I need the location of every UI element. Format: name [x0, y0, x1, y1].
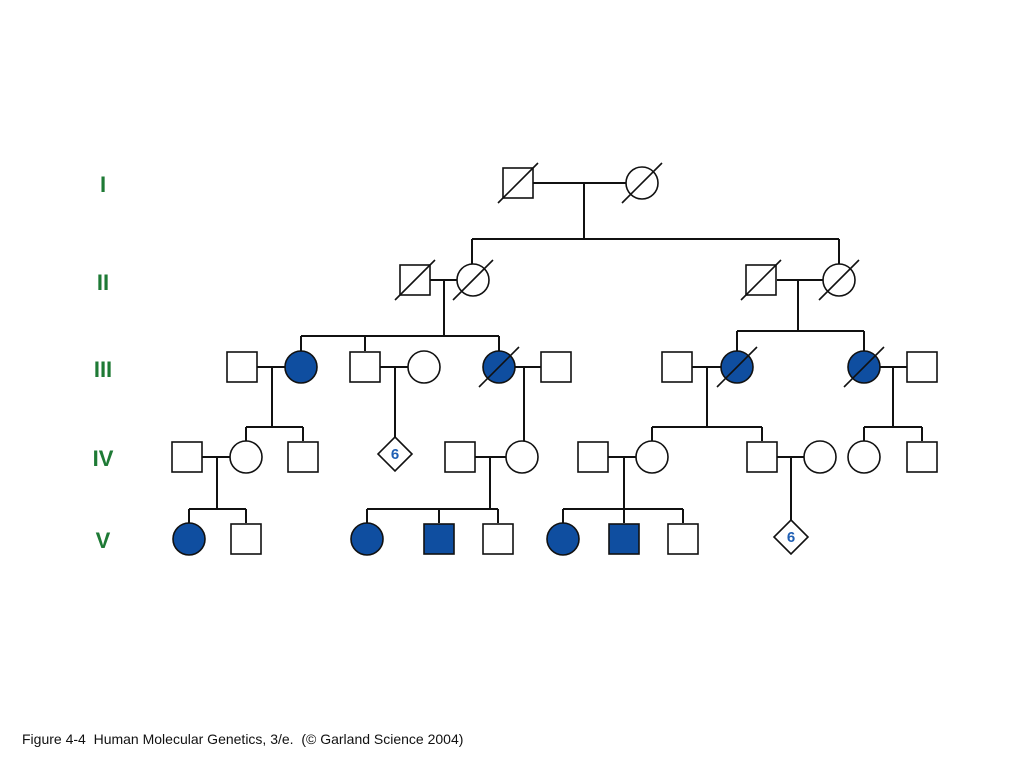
unaffected-female-symbol: [505, 440, 539, 474]
figure-caption: Figure 4-4 Human Molecular Genetics, 3/e…: [22, 731, 464, 747]
individual-I-1: [497, 162, 539, 204]
generation-label-4: IV: [93, 446, 114, 471]
individual-V-30: [230, 523, 262, 555]
individual-III-12: [540, 351, 572, 383]
unaffected-male-symbol: [482, 523, 514, 555]
individual-IV-19: [287, 441, 319, 473]
sibling-count-label: 6: [787, 529, 795, 546]
deceased-slash: [740, 259, 782, 301]
generation-label-2: II: [97, 270, 109, 295]
unaffected-male-symbol: [226, 351, 258, 383]
individual-V-29: [172, 522, 206, 556]
unaffected-male-symbol: [906, 441, 938, 473]
deceased-slash: [621, 162, 663, 204]
generation-label-1: I: [100, 172, 106, 197]
unaffected-male-symbol: [230, 523, 262, 555]
affected-female-symbol: [546, 522, 580, 556]
individual-II-3: [394, 259, 436, 301]
unaffected-female-symbol: [847, 440, 881, 474]
affected-male-symbol: [423, 523, 455, 555]
sibling-count-label: 6: [391, 446, 399, 463]
deceased-slash: [478, 346, 520, 388]
affected-female-symbol: [350, 522, 384, 556]
individual-IV-26: [803, 440, 837, 474]
affected-female-symbol: [172, 522, 206, 556]
individual-II-6: [818, 259, 860, 301]
individual-III-15: [843, 346, 885, 388]
unaffected-male-symbol: [287, 441, 319, 473]
unaffected-male-symbol: [746, 441, 778, 473]
deceased-slash: [497, 162, 539, 204]
pedigree-lines: [188, 182, 923, 523]
unaffected-female-symbol: [407, 350, 441, 384]
unaffected-male-symbol: [540, 351, 572, 383]
deceased-slash: [394, 259, 436, 301]
unaffected-male-symbol: [444, 441, 476, 473]
affected-male-symbol: [608, 523, 640, 555]
individual-IV-28: [906, 441, 938, 473]
affected-female-symbol: [284, 350, 318, 384]
individual-V-33: [482, 523, 514, 555]
unaffected-male-symbol: [667, 523, 699, 555]
individual-V-37: 6: [772, 518, 810, 556]
unaffected-male-symbol: [171, 441, 203, 473]
individual-IV-25: [746, 441, 778, 473]
individual-IV-24: [635, 440, 669, 474]
individual-III-10: [407, 350, 441, 384]
individual-IV-27: [847, 440, 881, 474]
individual-III-8: [284, 350, 318, 384]
unaffected-male-symbol: [906, 351, 938, 383]
individual-V-32: [423, 523, 455, 555]
individual-V-34: [546, 522, 580, 556]
individual-IV-21: [444, 441, 476, 473]
individual-V-36: [667, 523, 699, 555]
individual-IV-18: [229, 440, 263, 474]
unaffected-male-symbol: [577, 441, 609, 473]
individual-III-9: [349, 351, 381, 383]
deceased-slash: [716, 346, 758, 388]
individual-V-35: [608, 523, 640, 555]
unaffected-male-symbol: [349, 351, 381, 383]
generation-label-3: III: [94, 357, 112, 382]
individual-IV-22: [505, 440, 539, 474]
unaffected-female-symbol: [635, 440, 669, 474]
individual-III-14: [716, 346, 758, 388]
individual-III-13: [661, 351, 693, 383]
individual-II-4: [452, 259, 494, 301]
individual-III-11: [478, 346, 520, 388]
individual-III-16: [906, 351, 938, 383]
individual-IV-20: 6: [376, 435, 414, 473]
unaffected-female-symbol: [803, 440, 837, 474]
individual-I-2: [621, 162, 663, 204]
unaffected-male-symbol: [661, 351, 693, 383]
generation-label-5: V: [96, 528, 111, 553]
unaffected-unknown-sex-symbol: [376, 435, 414, 473]
deceased-slash: [843, 346, 885, 388]
unaffected-female-symbol: [229, 440, 263, 474]
individual-IV-23: [577, 441, 609, 473]
individual-IV-17: [171, 441, 203, 473]
unaffected-unknown-sex-symbol: [772, 518, 810, 556]
individual-II-5: [740, 259, 782, 301]
deceased-slash: [452, 259, 494, 301]
pedigree-symbols: 66: [171, 162, 938, 556]
individual-V-31: [350, 522, 384, 556]
individual-III-7: [226, 351, 258, 383]
deceased-slash: [818, 259, 860, 301]
